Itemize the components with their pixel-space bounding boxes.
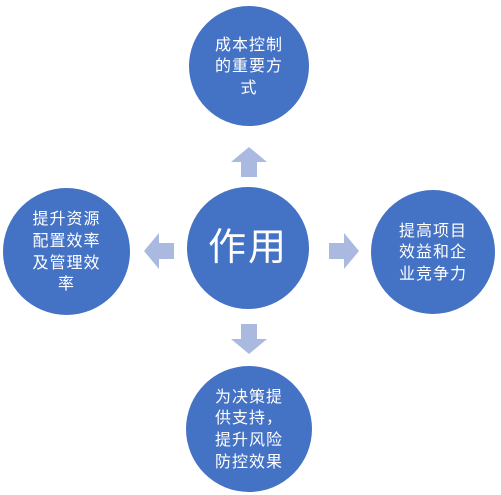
arrow-right-icon: [329, 233, 359, 269]
arrow-up-icon: [231, 147, 267, 177]
right-node-label: 提高项目 效益和企 业竞争力: [399, 220, 467, 285]
bottom-node-line: 为决策提: [214, 386, 283, 406]
top-node-line: 的重要方: [214, 56, 283, 76]
top-node-circle: 成本控制 的重要方 式: [189, 6, 309, 126]
right-node-line: 效益和企: [398, 242, 467, 262]
bottom-node-line: 供支持，: [214, 408, 283, 428]
arrow-left-icon: [144, 233, 174, 269]
right-node-line: 业竞争力: [398, 263, 467, 283]
center-node-label: 作用: [207, 225, 288, 270]
top-node-label: 成本控制 的重要方 式: [215, 34, 283, 99]
arrow-down-icon: [231, 324, 267, 354]
top-node-line: 式: [240, 77, 258, 97]
center-node-circle: 作用: [187, 187, 309, 309]
left-node-label: 提升资源 配置效率 及管理效 率: [32, 208, 100, 294]
left-node-line: 及管理效: [32, 252, 101, 272]
left-node-line: 率: [57, 274, 75, 294]
left-node-line: 配置效率: [32, 230, 101, 250]
right-node-line: 提高项目: [398, 220, 467, 240]
bottom-node-line: 防控效果: [214, 451, 283, 471]
left-node-line: 提升资源: [32, 209, 101, 229]
top-node-line: 成本控制: [214, 34, 283, 54]
right-node-circle: 提高项目 效益和企 业竞争力: [371, 190, 495, 314]
center-node-line: 作用: [207, 225, 288, 270]
left-node-circle: 提升资源 配置效率 及管理效 率: [3, 188, 130, 315]
bottom-node-line: 提升风险: [214, 430, 283, 449]
bottom-node-circle: 为决策提 供支持， 提升风险 防控效果: [186, 366, 312, 492]
bottom-node-label: 为决策提 供支持， 提升风险 防控效果: [215, 386, 283, 472]
